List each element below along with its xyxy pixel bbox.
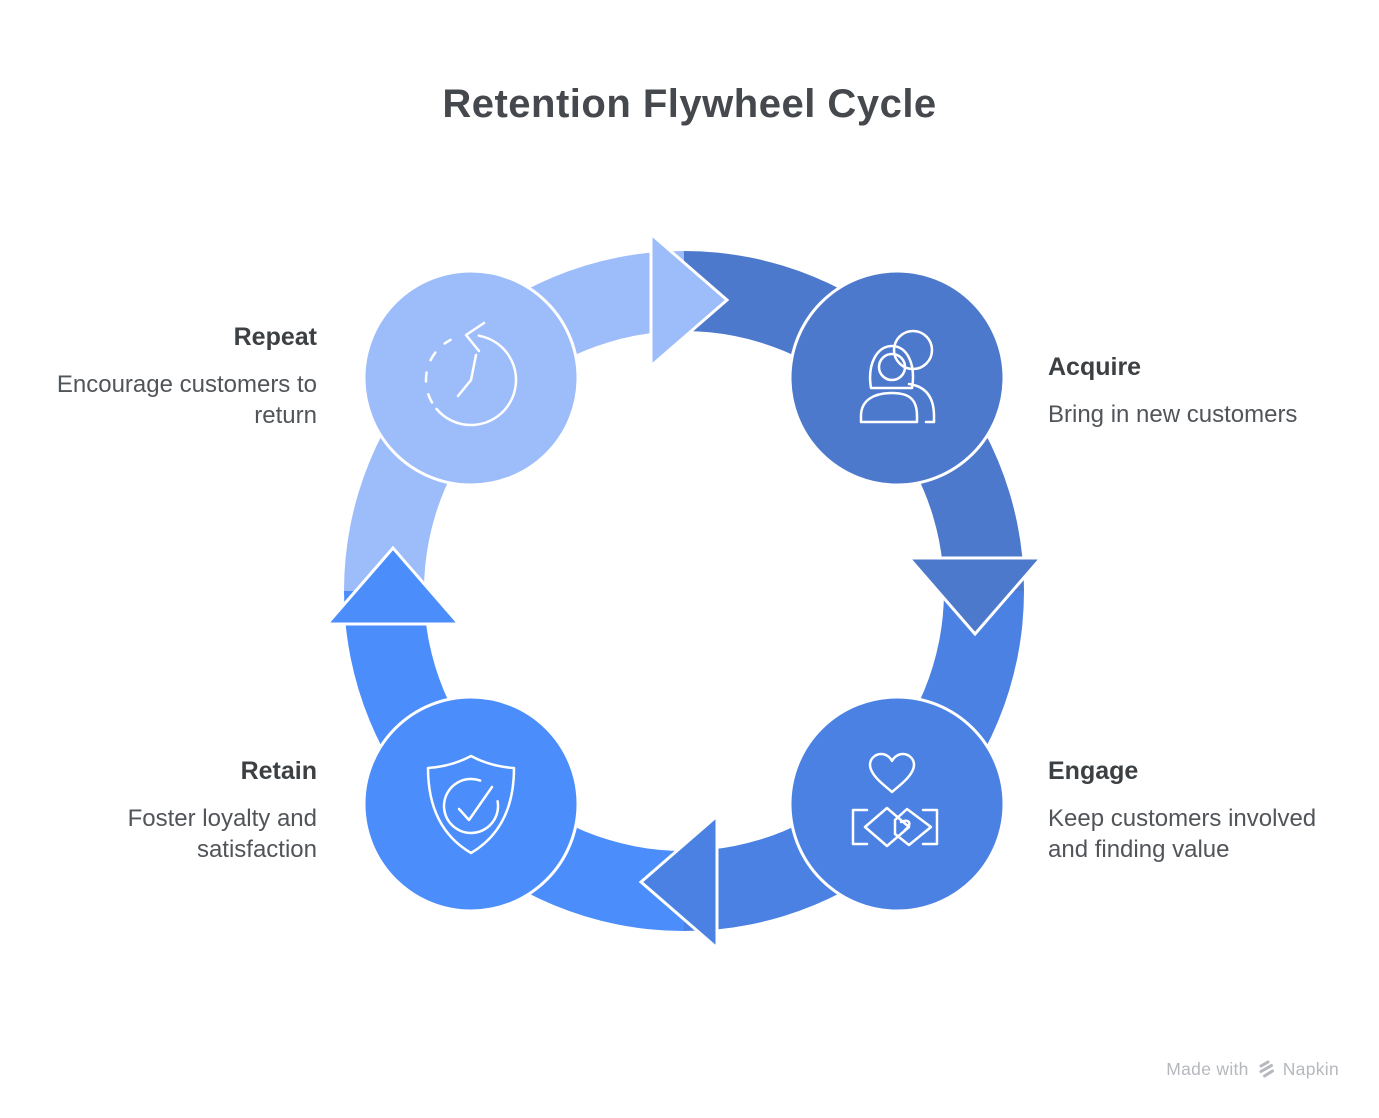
engage-label: Engage <box>1048 757 1139 785</box>
retain-text-block: Retain Foster loyalty and satisfaction <box>22 756 317 865</box>
watermark: Made with Napkin <box>1166 1059 1339 1080</box>
heart-handshake-icon <box>851 752 939 848</box>
retain-arrowhead <box>323 545 463 626</box>
acquire-label: Acquire <box>1048 353 1142 381</box>
repeat-arrowhead <box>649 230 730 370</box>
engage-description: Keep customers involved and finding valu… <box>1048 805 1317 863</box>
retain-label: Retain <box>240 757 317 785</box>
acquire-arc-segment <box>684 251 1024 591</box>
people-icon <box>859 329 936 424</box>
acquire-text-block: Acquire Bring in new customers <box>1048 352 1378 430</box>
repeat-text-block: Repeat Encourage customers to return <box>22 322 317 431</box>
watermark-brand: Napkin <box>1282 1059 1339 1079</box>
acquire-description: Bring in new customers <box>1048 401 1298 428</box>
napkin-logo-icon <box>1259 1060 1274 1077</box>
engage-text-block: Engage Keep customers involved and findi… <box>1048 756 1358 865</box>
retain-arc-segment <box>344 591 684 931</box>
engage-arc-segment <box>684 591 1024 931</box>
engage-node-circle <box>788 695 1006 913</box>
shield-check-icon <box>426 754 516 855</box>
retain-node-circle <box>362 695 580 913</box>
repeat-arc-segment <box>344 251 684 591</box>
engage-arrowhead <box>638 812 719 952</box>
repeat-description: Encourage customers to return <box>56 371 317 429</box>
watermark-prefix: Made with <box>1166 1059 1249 1079</box>
repeat-label: Repeat <box>233 323 317 351</box>
acquire-arrowhead <box>905 556 1045 637</box>
history-clock-icon <box>424 321 518 427</box>
retain-description: Foster loyalty and satisfaction <box>127 805 317 863</box>
page-title: Retention Flywheel Cycle <box>442 82 937 126</box>
